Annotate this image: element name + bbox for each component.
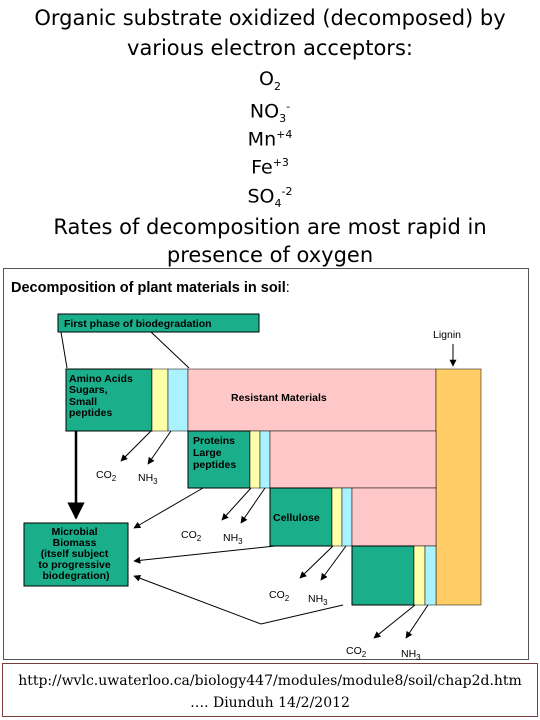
citation-author-date: …. Diunduh 14/2/2012	[190, 695, 350, 711]
proteins-label: Proteins Large peptides	[193, 435, 238, 471]
first-phase-box	[57, 313, 260, 333]
citation-border	[2, 663, 538, 717]
row4-green-box	[351, 545, 415, 606]
acceptor-mn: Mn+4	[247, 128, 293, 151]
citation-url: http://wvlc.uwaterloo.ca/biology447/modu…	[18, 673, 522, 689]
lignin-column	[435, 368, 482, 606]
row3-to-biomass-arrow	[133, 545, 276, 564]
co2-label-1: CO2	[96, 469, 117, 483]
microbial-label: Microbial Biomass (itself subject to pro…	[38, 526, 113, 582]
co2-label-2: CO2	[181, 529, 202, 543]
rates-line-2: presence of oxygen	[166, 243, 374, 267]
rates-line-1: Rates of decomposition are most rapid in	[53, 215, 487, 239]
nh3-label-3: NH3	[308, 593, 328, 607]
co2-label-3: CO2	[269, 589, 290, 603]
row1-cyan-bar	[167, 368, 189, 432]
acceptor-o2: O2	[259, 68, 281, 93]
first-phase-label: First phase of biodegradation	[64, 318, 212, 330]
resistant-label: Resistant Materials	[231, 392, 327, 404]
heading-line-1: Organic substrate oxidized (decomposed) …	[34, 6, 506, 30]
amino-label: Amino Acids Sugars, Small peptides	[69, 373, 136, 419]
acceptor-so4: SO4-2	[247, 185, 293, 211]
row3-cyan-bar	[341, 487, 353, 547]
row3-yellow-bar	[331, 487, 343, 547]
row2-pink-box	[269, 430, 437, 489]
microbial-biomass-box	[23, 522, 129, 587]
cellulose-label: Cellulose	[273, 512, 320, 524]
co2-label-4: CO2	[346, 645, 367, 659]
row2-to-biomass-arrow	[133, 487, 204, 529]
row2-cyan-bar	[259, 430, 271, 489]
acceptor-fe: Fe+3	[251, 156, 289, 179]
row3-pink-box	[351, 487, 437, 547]
row2-yellow-bar	[249, 430, 261, 489]
nh3-label-1: NH3	[138, 472, 158, 486]
row1-yellow-bar	[151, 368, 169, 432]
lignin-label: Lignin	[433, 329, 461, 341]
nh3-label-4: NH3	[401, 648, 421, 660]
row4-cyan-bar	[424, 545, 437, 606]
row4-yellow-bar	[413, 545, 426, 606]
heading-line-2: various electron acceptors:	[127, 36, 413, 60]
acceptor-no3: NO3-	[249, 100, 291, 126]
amino-acids-box	[65, 368, 153, 432]
proteins-box	[187, 430, 251, 489]
resistant-materials-box	[187, 368, 437, 432]
decomposition-diagram: Decomposition of plant materials in soil…	[3, 268, 529, 660]
nh3-label-2: NH3	[223, 532, 243, 546]
row4-to-biomass-arrow	[133, 574, 344, 625]
diagram-title: Decomposition of plant materials in soil…	[11, 280, 290, 296]
